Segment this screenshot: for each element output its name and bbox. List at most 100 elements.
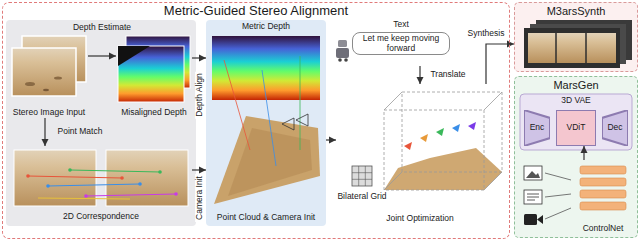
image-group: 2D Correspondence bbox=[10, 146, 192, 222]
grid-icon bbox=[352, 179, 372, 180]
cube-edge bbox=[384, 110, 484, 190]
edge-label: Point Match bbox=[56, 127, 105, 137]
match-line bbox=[48, 184, 140, 186]
node-title: Metric-Guided Stereo Alignment bbox=[164, 4, 348, 19]
decoder-block-outline bbox=[602, 110, 628, 146]
match-point bbox=[26, 174, 30, 178]
match-point bbox=[68, 168, 72, 172]
image-group: Misaligned Depth bbox=[116, 36, 192, 118]
model-panel: MarsGen3D VAEEncVDiTDecControlNet bbox=[514, 76, 638, 238]
rock bbox=[43, 89, 49, 92]
cube-edge bbox=[402, 92, 502, 172]
projection-line bbox=[300, 56, 301, 150]
cube-edge bbox=[384, 172, 402, 190]
rock bbox=[54, 76, 62, 79]
projection-line bbox=[262, 70, 276, 166]
point-cloud bbox=[214, 116, 320, 204]
text-icon bbox=[527, 200, 535, 201]
node-title: 2D Correspondence bbox=[63, 212, 139, 222]
image-group: Stereo Image Input bbox=[10, 36, 88, 118]
match-point bbox=[84, 194, 88, 198]
scene-group: Joint Optimization bbox=[336, 84, 504, 226]
mars-photo bbox=[14, 150, 96, 206]
text-icon bbox=[527, 197, 539, 198]
grid-icon bbox=[358, 166, 359, 186]
panel-ground bbox=[514, 2, 638, 72]
camera-icon bbox=[537, 215, 543, 224]
depth-hole bbox=[118, 46, 150, 66]
match-point bbox=[138, 182, 142, 186]
node-title: Enc bbox=[530, 123, 545, 133]
grid-icon bbox=[352, 172, 372, 173]
camera-pose bbox=[452, 124, 460, 132]
part-label: Bilateral Grid bbox=[335, 192, 388, 202]
camera-pose bbox=[436, 128, 444, 136]
node-title: VDiT bbox=[567, 123, 586, 133]
controlnet-layer bbox=[580, 190, 626, 198]
node-title: Metric Depth bbox=[242, 22, 290, 32]
connector-arrow bbox=[419, 66, 420, 84]
cube-edge bbox=[484, 92, 502, 110]
match-line bbox=[86, 194, 176, 196]
edge-label: Synthesis bbox=[466, 29, 507, 39]
cube-edge bbox=[384, 92, 402, 110]
connector-arrow bbox=[44, 118, 45, 146]
depth-map bbox=[118, 46, 184, 102]
node-title: ControlNet bbox=[583, 224, 624, 234]
edge-label: Camera Init bbox=[195, 174, 205, 222]
match-point bbox=[46, 184, 50, 188]
camera-frustum bbox=[296, 114, 308, 126]
edge-label: Translate bbox=[428, 70, 467, 80]
film-frame bbox=[555, 33, 557, 63]
camera-icon bbox=[524, 214, 537, 225]
panel-ground bbox=[6, 20, 196, 226]
stage-panel: Metric-Guided Stereo AlignmentStereo Ima… bbox=[2, 2, 510, 239]
connector-arrow bbox=[88, 55, 116, 56]
controlnet-layer bbox=[580, 178, 626, 186]
camera-pose bbox=[404, 142, 412, 150]
match-line bbox=[70, 170, 160, 172]
match-line bbox=[38, 198, 130, 199]
decoder-block: Dec bbox=[602, 110, 628, 146]
encoder-block-outline bbox=[524, 110, 550, 146]
node-title: Joint Optimization bbox=[386, 214, 454, 224]
connector-arrow bbox=[192, 57, 206, 58]
transformer-block: VDiT bbox=[556, 110, 596, 146]
image-icon bbox=[524, 166, 542, 180]
encoder-block: Enc bbox=[524, 110, 550, 146]
condition-wire bbox=[545, 173, 571, 180]
robot-icon bbox=[344, 58, 348, 62]
film-frame bbox=[585, 33, 587, 63]
camera-pose bbox=[468, 122, 476, 130]
edge-label: Depth Align bbox=[195, 71, 205, 118]
mars-photo bbox=[12, 48, 76, 96]
edge-label: Depth Estimate bbox=[71, 23, 133, 33]
robot-icon bbox=[338, 58, 342, 62]
text-prompt: TextLet me keep moving forward bbox=[350, 20, 452, 66]
match-point bbox=[120, 176, 124, 180]
node-title: Stereo Image Input bbox=[13, 108, 85, 118]
node-body: Point Cloud & Camera Init bbox=[217, 213, 315, 223]
match-point bbox=[158, 170, 162, 174]
connector-arrow bbox=[583, 146, 584, 160]
projection-line bbox=[224, 60, 250, 150]
node-title: Dec bbox=[607, 123, 622, 133]
cube-edge bbox=[484, 172, 502, 190]
vae-ground bbox=[520, 94, 632, 150]
node-title: MarsGen bbox=[553, 79, 598, 92]
panel-ground bbox=[206, 20, 326, 226]
match-line bbox=[28, 176, 122, 178]
rock bbox=[25, 82, 35, 86]
connector-arrow bbox=[192, 169, 206, 170]
sub-panel: Metric DepthPoint Cloud & Camera Init bbox=[206, 20, 326, 226]
node-title: M3arsSynth bbox=[547, 5, 606, 18]
camera-frustum bbox=[282, 118, 294, 130]
grid-icon bbox=[365, 166, 366, 186]
robot-icon bbox=[336, 48, 349, 58]
controlnet-block: ControlNet bbox=[574, 160, 632, 234]
connector-arrow bbox=[326, 139, 336, 140]
condition-wire bbox=[545, 194, 571, 197]
camera-pose bbox=[420, 134, 428, 142]
film-frame bbox=[528, 33, 616, 63]
vae-box: 3D VAEEncVDiTDec bbox=[520, 94, 632, 150]
